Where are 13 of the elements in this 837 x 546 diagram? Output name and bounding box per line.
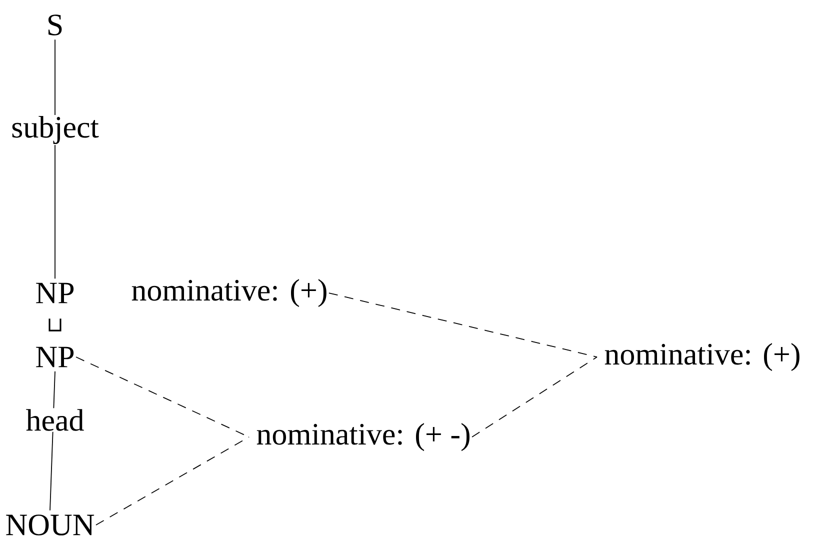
category-label: S xyxy=(48,14,62,36)
join-symbol: ⊔ xyxy=(48,318,62,332)
feature-label: nominative: (+) xyxy=(604,342,800,372)
dashed-line xyxy=(96,436,250,526)
feature-label: nominative: (+) xyxy=(132,278,326,308)
category-label: NOUN xyxy=(6,514,94,536)
dashed-line xyxy=(472,356,598,438)
category-label: NP xyxy=(36,346,74,368)
feature-label: nominative: (+ -) xyxy=(256,422,470,452)
edge-label: head xyxy=(24,408,86,432)
dashed-line xyxy=(328,292,598,358)
edge-label: subject xyxy=(10,114,100,146)
category-label: NP xyxy=(36,282,74,304)
